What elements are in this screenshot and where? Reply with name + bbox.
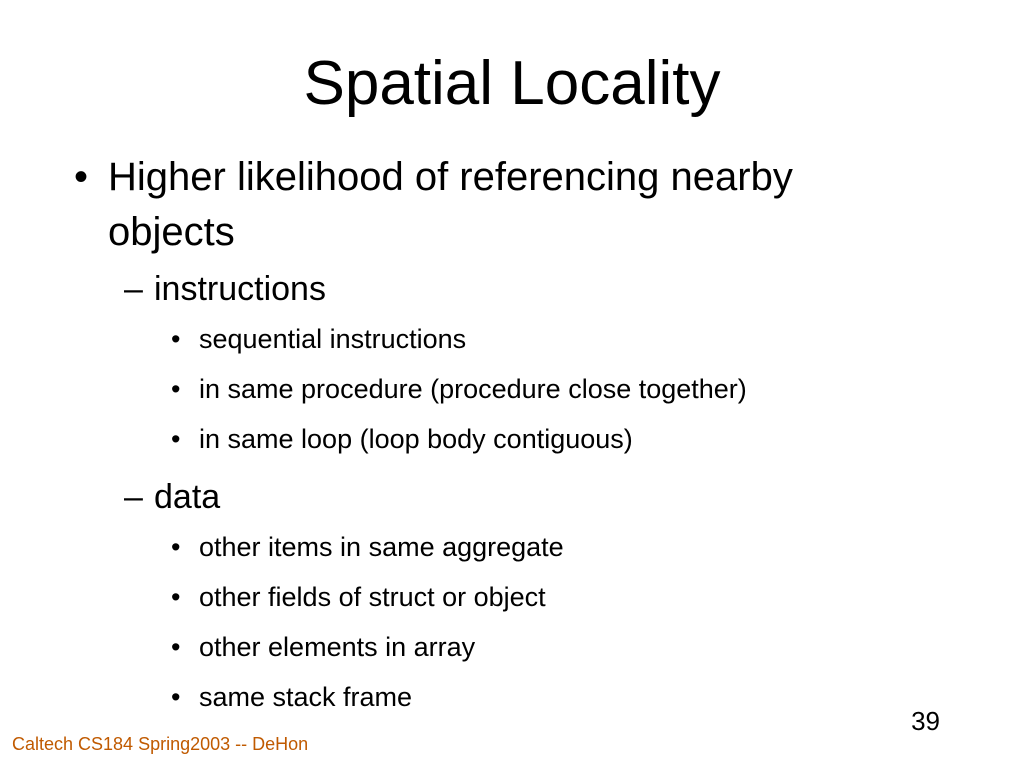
bullet-main: • Higher likelihood of referencing nearb… xyxy=(68,150,948,260)
bullet-marker: • xyxy=(171,532,181,562)
sub-bullet-instructions: – instructions xyxy=(68,269,948,309)
dash-marker: – xyxy=(124,270,143,308)
list-item-text: other elements in array xyxy=(199,632,476,662)
list-item: • sequential instructions xyxy=(68,323,948,355)
bullet-marker: • xyxy=(171,632,181,662)
list-item: • other fields of struct or object xyxy=(68,581,948,613)
instructions-list: • sequential instructions • in same proc… xyxy=(68,323,948,455)
list-item: • other items in same aggregate xyxy=(68,531,948,563)
list-item: • in same loop (loop body contiguous) xyxy=(68,423,948,455)
sub-bullet-label: instructions xyxy=(154,270,326,308)
list-item-text: other items in same aggregate xyxy=(199,532,564,562)
footer-credit: Caltech CS184 Spring2003 -- DeHon xyxy=(12,734,309,754)
bullet-main-line2: objects xyxy=(108,210,235,254)
list-item-text: other fields of struct or object xyxy=(199,582,546,612)
list-item-text: sequential instructions xyxy=(199,324,467,354)
sub-bullet-label: data xyxy=(154,478,221,516)
list-item: • other elements in array xyxy=(68,631,948,663)
data-list: • other items in same aggregate • other … xyxy=(68,531,948,713)
bullet-marker: • xyxy=(171,424,181,454)
bullet-marker: • xyxy=(171,324,181,354)
bullet-marker: • xyxy=(171,682,181,712)
list-item: • same stack frame xyxy=(68,681,948,713)
slide-title: Spatial Locality xyxy=(303,49,721,118)
list-item: • in same procedure (procedure close tog… xyxy=(68,373,948,405)
list-item-text: in same procedure (procedure close toget… xyxy=(199,374,747,404)
bullet-marker: • xyxy=(74,155,89,199)
page-number: 39 xyxy=(911,706,940,736)
list-item-text: same stack frame xyxy=(199,682,413,712)
bullet-main-line1: Higher likelihood of referencing nearby xyxy=(108,155,793,199)
bullet-marker: • xyxy=(171,374,181,404)
list-item-text: in same loop (loop body contiguous) xyxy=(199,424,633,454)
slide-content: • Higher likelihood of referencing nearb… xyxy=(68,150,948,713)
sub-bullet-data: – data xyxy=(68,477,948,517)
bullet-marker: • xyxy=(171,582,181,612)
dash-marker: – xyxy=(124,478,143,516)
